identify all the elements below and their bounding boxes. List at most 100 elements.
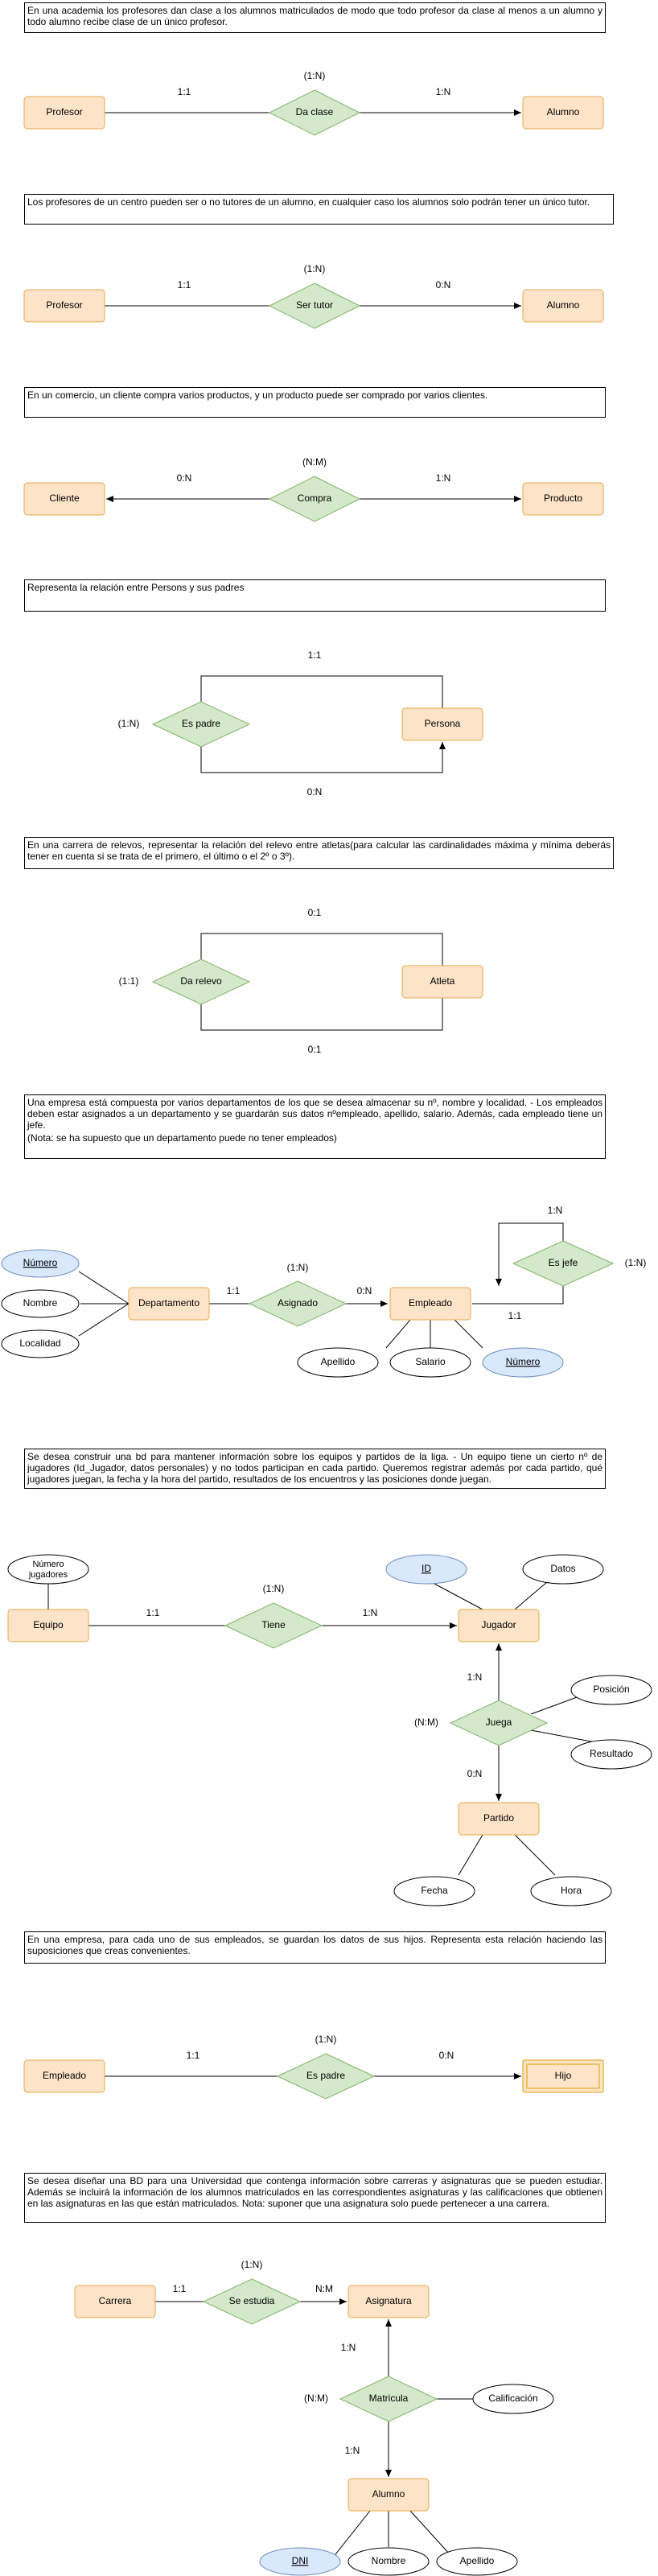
line-apellido-alumno <box>409 2510 451 2556</box>
attribute-localidad[interactable]: Localidad <box>1 1329 80 1358</box>
line-hora-partido <box>514 1834 556 1876</box>
entity-persona[interactable]: Persona <box>401 707 483 741</box>
attribute-datos[interactable]: Datos <box>522 1554 604 1585</box>
cardinality-top: 1:1 <box>308 649 322 661</box>
line-relevo-atleta-top <box>200 933 443 966</box>
relation-matricula[interactable]: Matricula <box>339 2376 438 2422</box>
cardinality-relevo-bottom: 0:1 <box>308 1044 322 1055</box>
attribute-resultado[interactable]: Resultado <box>570 1739 652 1770</box>
attribute-apellido-alumno[interactable]: Apellido <box>436 2547 518 2576</box>
cardinality-relevo-top: 0:1 <box>308 907 322 918</box>
line-espadre-persona-bottom <box>200 742 446 773</box>
attribute-apellido-emp[interactable]: Apellido <box>297 1347 379 1378</box>
entity-producto[interactable]: Producto <box>522 482 604 516</box>
svg-text:Persona: Persona <box>425 718 461 729</box>
svg-text:DNI: DNI <box>292 2555 309 2566</box>
cardinality-da-relevo: (1:1) <box>119 975 139 987</box>
svg-text:Equipo: Equipo <box>33 1619 64 1630</box>
cardinality-juega: (N:M) <box>414 1717 438 1728</box>
cardinality-se-estudia: (1:N) <box>241 2259 263 2270</box>
svg-text:Alumno: Alumno <box>372 2488 405 2500</box>
entity-atleta[interactable]: Atleta <box>401 965 483 999</box>
cardinality-producto: 1:N <box>436 472 451 484</box>
svg-text:Alumno: Alumno <box>547 106 580 117</box>
relation-se-estudia[interactable]: Se estudia <box>202 2278 302 2325</box>
svg-text:Nombre: Nombre <box>372 2555 406 2566</box>
entity-empleado-2[interactable]: Empleado <box>23 2059 105 2093</box>
cardinality-juega-top: 1:N <box>467 1671 483 1683</box>
relation-juega[interactable]: Juega <box>449 1700 549 1746</box>
statement-ex8: En una empresa, para cada uno de sus emp… <box>24 1931 606 1964</box>
relation-ser-tutor[interactable]: Ser tutor <box>268 282 361 329</box>
statement-ex4: Representa la relación entre Persons y s… <box>24 579 606 612</box>
svg-text:Apellido: Apellido <box>321 1356 356 1367</box>
entity-asignatura[interactable]: Asignatura <box>348 2285 430 2318</box>
svg-text:Departamento: Departamento <box>138 1297 199 1309</box>
entity-hijo-weak[interactable]: Hijo <box>522 2059 604 2093</box>
entity-cliente[interactable]: Cliente <box>23 482 105 516</box>
cardinality-departamento: 1:1 <box>227 1285 241 1296</box>
attribute-nombre-dept[interactable]: Nombre <box>1 1289 80 1318</box>
cardinality-carrera: 1:1 <box>173 2283 187 2294</box>
attribute-numero-dept[interactable]: Número <box>1 1249 80 1278</box>
relation-es-padre[interactable]: Es padre <box>151 701 251 748</box>
entity-partido[interactable]: Partido <box>458 1802 540 1836</box>
entity-alumno[interactable]: Alumno <box>522 96 604 130</box>
attribute-hora[interactable]: Hora <box>530 1876 612 1906</box>
line-espadre-persona-top <box>200 675 443 708</box>
svg-text:Resultado: Resultado <box>590 1748 633 1759</box>
attribute-salario[interactable]: Salario <box>389 1347 471 1378</box>
svg-text:Posición: Posición <box>593 1684 629 1695</box>
entity-jugador[interactable]: Jugador <box>458 1609 540 1642</box>
svg-text:Alumno: Alumno <box>547 299 580 311</box>
svg-text:Calificación: Calificación <box>488 2393 537 2404</box>
entity-profesor[interactable]: Profesor <box>23 96 105 130</box>
cardinality-alumno: 1:N <box>436 86 451 97</box>
line-resultado-juega <box>530 1729 596 1743</box>
svg-text:Jugador: Jugador <box>481 1619 516 1630</box>
attribute-calificacion[interactable]: Calificación <box>472 2384 554 2414</box>
svg-text:Ser tutor: Ser tutor <box>296 299 333 311</box>
relation-tiene[interactable]: Tiene <box>224 1602 323 1649</box>
cardinality-alumno-2: 0:N <box>436 279 451 291</box>
entity-equipo[interactable]: Equipo <box>7 1609 89 1642</box>
svg-text:Es padre: Es padre <box>306 2070 345 2081</box>
relation-asignado[interactable]: Asignado <box>248 1280 348 1327</box>
line-relevo-atleta-bottom <box>200 982 443 1031</box>
relation-da-clase[interactable]: Da clase <box>268 89 361 136</box>
svg-text:Tiene: Tiene <box>261 1619 286 1630</box>
svg-text:Juega: Juega <box>486 1717 512 1728</box>
entity-carrera[interactable]: Carrera <box>74 2285 156 2318</box>
attribute-numero-emp[interactable]: Número <box>482 1347 564 1378</box>
cardinality-da-clase: (1:N) <box>304 70 326 81</box>
cardinality-profesor-2: 1:1 <box>178 279 191 291</box>
relation-es-padre-2[interactable]: Es padre <box>276 2053 376 2100</box>
svg-text:Asignatura: Asignatura <box>365 2295 412 2306</box>
svg-text:Producto: Producto <box>544 493 582 504</box>
attribute-id-jugador[interactable]: ID <box>385 1554 467 1585</box>
relation-compra[interactable]: Compra <box>268 476 361 522</box>
line-numero-dept <box>78 1271 130 1304</box>
svg-text:Número: Número <box>506 1356 541 1367</box>
relation-es-jefe[interactable]: Es jefe <box>512 1240 615 1287</box>
entity-departamento[interactable]: Departamento <box>128 1287 210 1321</box>
attribute-nombre-alumno[interactable]: Nombre <box>348 2547 430 2576</box>
entity-empleado[interactable]: Empleado <box>389 1287 471 1321</box>
attribute-fecha[interactable]: Fecha <box>393 1876 475 1906</box>
svg-text:Atleta: Atleta <box>430 975 455 987</box>
statement-ex7: Se desea construir una bd para mantener … <box>24 1449 606 1489</box>
svg-text:Localidad: Localidad <box>19 1337 60 1349</box>
entity-alumno-3[interactable]: Alumno <box>348 2478 430 2512</box>
svg-text:Número: Número <box>23 1257 58 1268</box>
relation-da-relevo[interactable]: Da relevo <box>151 958 251 1005</box>
attribute-posicion[interactable]: Posición <box>570 1675 652 1705</box>
entity-profesor-2[interactable]: Profesor <box>23 289 105 323</box>
svg-text:Profesor: Profesor <box>46 299 82 311</box>
cardinality-ser-tutor: (1:N) <box>304 263 326 274</box>
statement-ex9: Se desea diseñar una BD para una Univers… <box>24 2173 606 2223</box>
line-esjefe-top-3 <box>499 1222 564 1246</box>
attribute-dni[interactable]: DNI <box>259 2547 341 2576</box>
entity-alumno-2[interactable]: Alumno <box>522 289 604 323</box>
statement-ex5: En una carrera de relevos, representar l… <box>24 837 614 869</box>
